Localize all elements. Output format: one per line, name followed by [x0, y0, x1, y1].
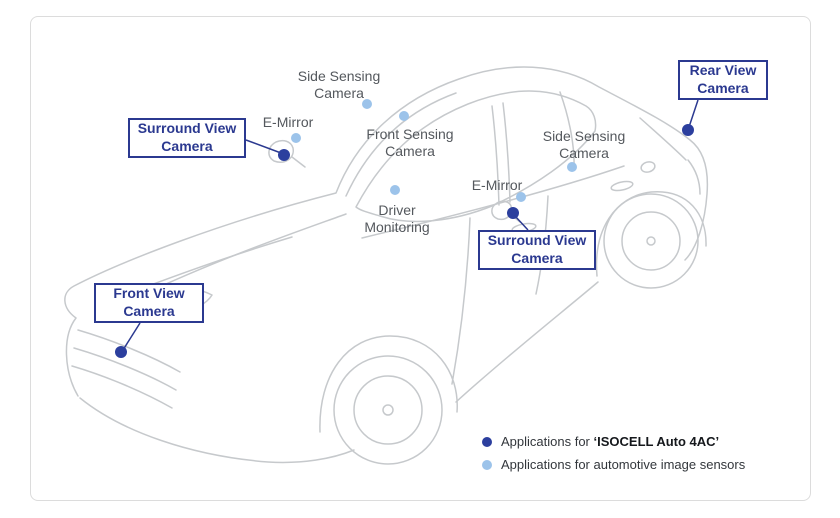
label-driver-monitoring: Driver Monitoring	[364, 202, 430, 236]
dot-front-sensing-camera	[399, 111, 409, 121]
legend-label-isocell: Applications for ‘ISOCELL Auto 4AC’	[501, 434, 719, 449]
legend-item-automotive-sensors: Applications for automotive image sensor…	[482, 453, 745, 476]
dot-surround-view-camera-right	[507, 207, 519, 219]
callout-surround-view-camera-right: Surround View Camera	[478, 230, 596, 270]
label-e-mirror-left: E-Mirror	[262, 114, 314, 130]
label-front-sensing-camera: Front Sensing Camera	[366, 126, 454, 160]
dot-side-sensing-camera-right	[567, 162, 577, 172]
label-side-sensing-camera-top: Side Sensing Camera	[297, 68, 381, 102]
legend-dot-light-icon	[482, 459, 492, 470]
dot-e-mirror-right	[516, 192, 526, 202]
legend: Applications for ‘ISOCELL Auto 4AC’ Appl…	[482, 430, 745, 476]
dot-driver-monitoring	[390, 185, 400, 195]
callout-rear-view-camera: Rear View Camera	[678, 60, 768, 100]
dot-e-mirror-left	[291, 133, 301, 143]
legend-label-automotive-sensors: Applications for automotive image sensor…	[501, 457, 746, 472]
callout-front-view-camera: Front View Camera	[94, 283, 204, 323]
label-e-mirror-right: E-Mirror	[471, 177, 523, 193]
dot-front-view-camera	[115, 346, 127, 358]
callout-leader-lines	[122, 99, 699, 351]
dot-side-sensing-camera-top	[362, 99, 372, 109]
legend-label-isocell-prefix: Applications for	[501, 434, 594, 449]
legend-label-isocell-bold: ‘ISOCELL Auto 4AC’	[593, 434, 720, 449]
legend-dot-dark-icon	[482, 436, 492, 447]
car-body-outline	[64, 66, 709, 397]
label-side-sensing-camera-right: Side Sensing Camera	[542, 128, 626, 162]
dot-rear-view-camera	[682, 124, 694, 136]
legend-item-isocell: Applications for ‘ISOCELL Auto 4AC’	[482, 430, 745, 453]
callout-surround-view-camera-left: Surround View Camera	[128, 118, 246, 158]
dot-surround-view-camera-left	[278, 149, 290, 161]
